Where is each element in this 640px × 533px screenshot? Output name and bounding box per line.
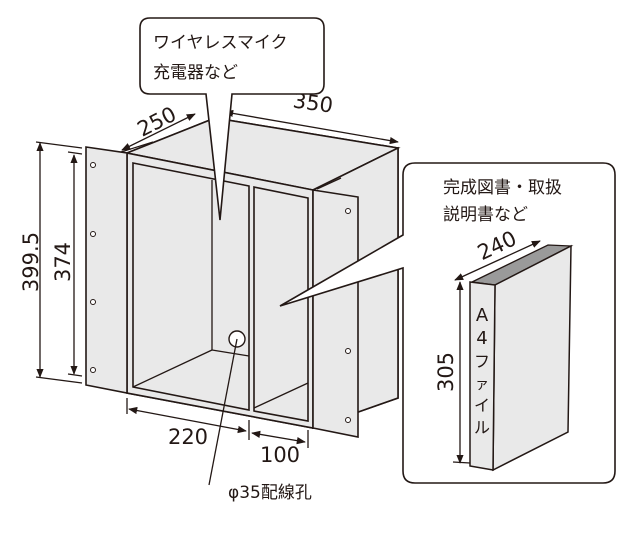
callout-top [139, 17, 325, 221]
spine-char: 4 [476, 328, 487, 349]
box-body [85, 117, 401, 438]
callout-right-line2: 説明書など [443, 205, 528, 225]
callout-right-line1: 完成図書・取扱 [443, 178, 562, 198]
screw-hole [345, 348, 351, 354]
callout-top-line2: 充電器など [153, 63, 238, 83]
dim-height-outer: 399.5 [19, 232, 43, 292]
spine-char: A [476, 305, 489, 326]
dim-right-compartment: 100 [260, 443, 300, 467]
book-spine [469, 281, 496, 471]
hole-label: φ35配線孔 [228, 483, 312, 503]
dim-book-height: 305 [434, 352, 458, 392]
floor-edge-right [253, 382, 309, 409]
floor-back-edge [211, 349, 250, 357]
dim-left-compartment: 220 [168, 425, 208, 449]
screw-hole [90, 231, 96, 237]
spine-char: ル [474, 418, 490, 437]
right-compartment [253, 186, 309, 422]
dim-height-inner: 374 [51, 242, 75, 282]
screw-hole [90, 162, 96, 168]
right-flange [312, 189, 359, 438]
dimension-lines [35, 109, 399, 486]
left-compartment [132, 162, 250, 411]
screw-hole [90, 367, 96, 373]
hole-leader-line [208, 338, 238, 486]
callout-top-line1: ワイヤレスマイク [153, 33, 288, 53]
floor-edge [132, 349, 213, 388]
screw-hole [345, 208, 351, 214]
spine-char: イ [474, 396, 490, 415]
screw-hole [90, 299, 96, 305]
book-spine-label: A 4 フ ァ イ ル [474, 305, 490, 437]
left-flange [85, 146, 128, 394]
book-cover [492, 244, 572, 472]
screw-hole [345, 417, 351, 423]
spine-char: ァ [475, 377, 489, 393]
a4-file-book [452, 240, 574, 472]
spine-char: フ [474, 352, 490, 371]
